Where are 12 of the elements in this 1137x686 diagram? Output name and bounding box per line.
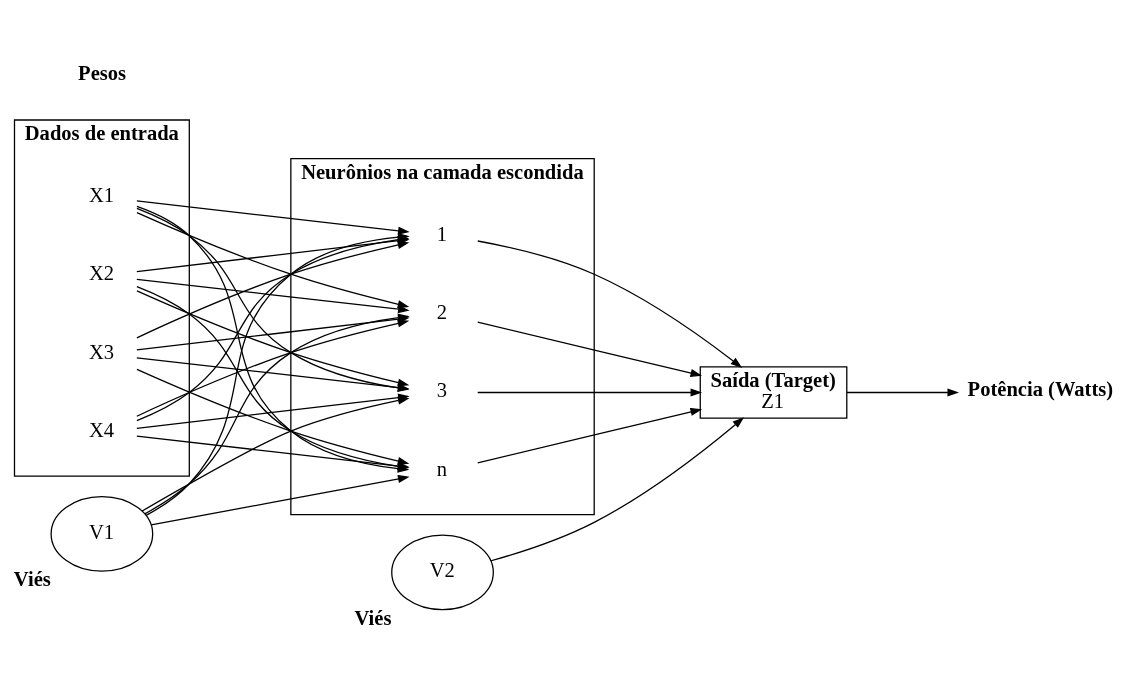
node-label: Viés xyxy=(354,606,392,629)
node-text: Potência (Watts) xyxy=(967,378,1114,401)
node-text: n xyxy=(436,457,448,480)
node-text: X3 xyxy=(89,340,115,363)
node-label: Viés xyxy=(13,568,51,591)
node-text: 1 xyxy=(436,222,448,245)
node-text: X4 xyxy=(89,419,115,442)
node-text: 2 xyxy=(436,300,448,323)
node-text: X1 xyxy=(89,183,115,206)
label: Pesos xyxy=(78,61,127,84)
node-text: 3 xyxy=(436,379,448,402)
node-text: X2 xyxy=(89,262,115,285)
